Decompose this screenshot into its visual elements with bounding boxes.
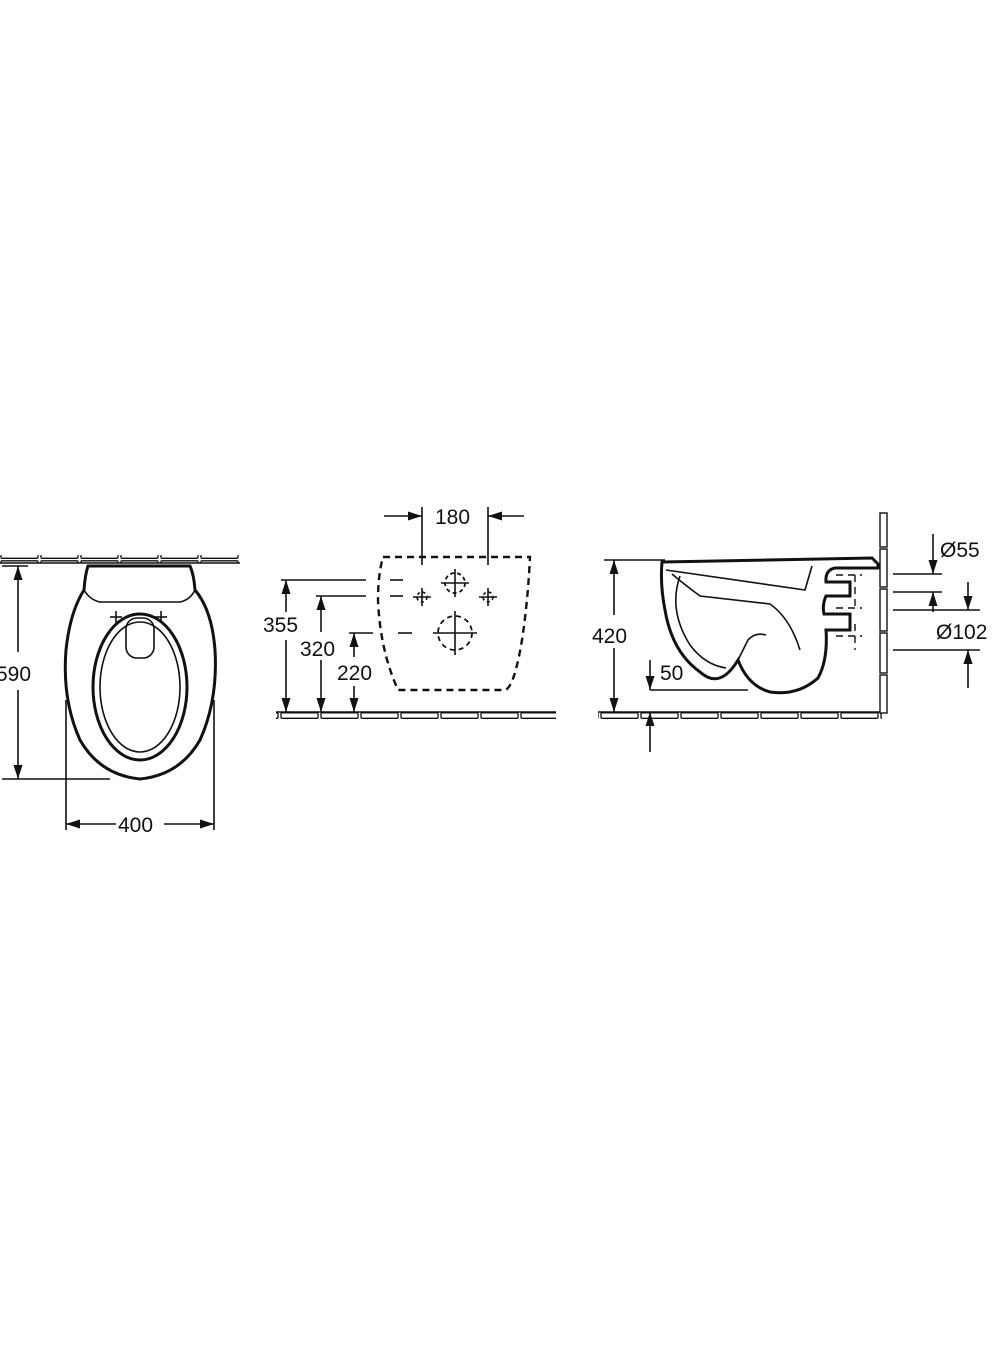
inlet-diameter-label: Ø55 [940, 539, 980, 562]
rim-height-label: 420 [592, 625, 627, 648]
depth-label: 590 [0, 663, 31, 686]
inlet-diameter-dimension [893, 534, 942, 612]
top-view: 590 400 [0, 555, 240, 837]
width-dimension [65, 700, 215, 830]
outlet-diameter-dimension [893, 582, 980, 688]
seat-fixing-cross-right [155, 611, 167, 623]
depth-dimension [2, 565, 110, 780]
height-label-320: 320 [300, 638, 335, 661]
floor-strip [276, 712, 556, 720]
floor-offset-label: 50 [660, 662, 683, 685]
fixing-hole-right [479, 588, 497, 606]
rim-height-dimension [604, 559, 665, 712]
height-label-220: 220 [337, 662, 372, 685]
width-label: 400 [118, 814, 153, 837]
floor-offset-dimension [645, 660, 748, 752]
height-dimension-220 [349, 633, 359, 712]
height-label-355: 355 [263, 614, 298, 637]
toilet-top-outline [63, 564, 217, 781]
rear-outline [376, 555, 532, 692]
height-dimension-320 [316, 596, 326, 712]
outlet-diameter-label: Ø102 [936, 621, 987, 644]
bolt-spacing-label: 180 [435, 506, 470, 529]
rear-view: 180 [263, 506, 556, 720]
fixing-hole-left [413, 588, 431, 606]
side-view: 420 50 Ø55 Ø102 [592, 512, 987, 752]
seat-fixing-cross-left [110, 611, 122, 623]
wall-section [879, 512, 888, 714]
height-dimension-355 [281, 580, 291, 712]
water-inlet-circle [441, 569, 469, 597]
toilet-side-profile [659, 556, 880, 695]
bolt-spacing-dimension [384, 507, 524, 565]
wall-strip [0, 555, 240, 563]
floor-strip [598, 712, 882, 720]
waste-outlet-circle [433, 611, 477, 655]
